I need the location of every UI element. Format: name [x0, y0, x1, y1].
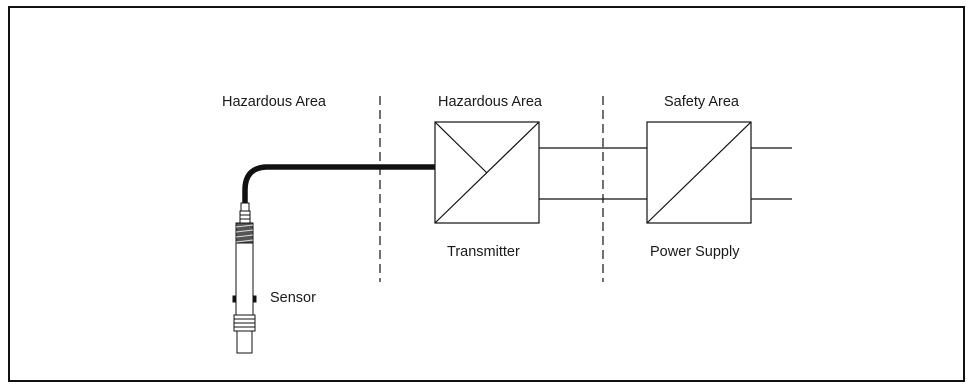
sensor-device	[232, 202, 257, 354]
power-supply-label: Power Supply	[650, 244, 740, 260]
sensor-cable	[242, 164, 435, 204]
zone-label-safety: Safety Area	[664, 94, 739, 110]
zone-label-hazardous-left: Hazardous Area	[222, 94, 326, 110]
signal-wires	[539, 147, 792, 200]
power-supply-block	[646, 121, 752, 224]
transmitter-block	[434, 121, 540, 224]
transmitter-label: Transmitter	[447, 244, 520, 260]
sensor-label: Sensor	[270, 290, 316, 306]
zone-label-hazardous-middle: Hazardous Area	[438, 94, 542, 110]
